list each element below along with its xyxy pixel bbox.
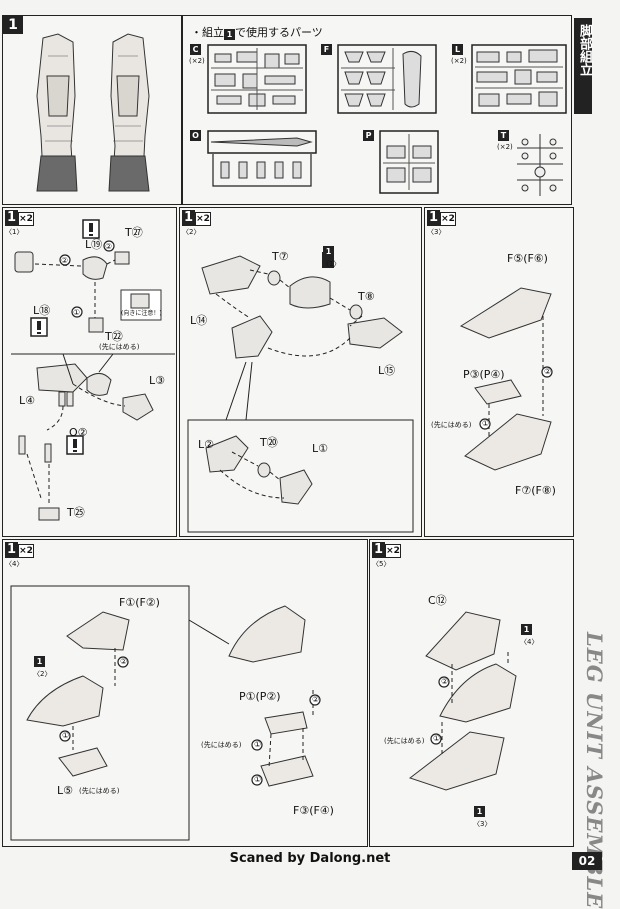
step-1-5-mark: 1 ×2 〈5〉 xyxy=(372,542,401,568)
label-l14: L⑭ xyxy=(190,314,208,327)
runner-o-diagram xyxy=(207,130,317,187)
label-l19: L⑲ xyxy=(85,238,103,251)
label-l18: L⑱ xyxy=(33,304,51,317)
ref-step-2-sub: 〈2〉 xyxy=(33,670,52,678)
runner-p-diagram xyxy=(379,130,439,194)
label-l3: L③ xyxy=(149,374,165,387)
step-1-1-panel: 1 ×2 〈1〉 xyxy=(2,207,177,537)
step-1-2-panel: 1 ×2 〈2〉 T⑦ 1 〈1〉 T⑧ L⑭ L⑮ L② T⑳ L① xyxy=(179,207,422,537)
main-step-number: 1 xyxy=(3,16,23,34)
step-1-1-illustration xyxy=(11,219,175,521)
arrow-4-step-1c: ① xyxy=(254,775,262,784)
arrow-3-step-1: ① xyxy=(482,419,490,428)
step-1-3-illustration xyxy=(459,287,553,471)
label-insert-first-3: (先にはめる) xyxy=(431,421,472,429)
label-t7: T⑦ xyxy=(272,250,289,263)
arrow-5-step-2: ② xyxy=(441,677,449,686)
ref-step-4-sub: 〈4〉 xyxy=(520,638,539,646)
ref-step-1-sub: 〈1〉 xyxy=(322,260,341,268)
step-1-2-mark: 1 ×2 〈2〉 xyxy=(182,210,211,236)
runner-o-tag: O xyxy=(190,130,201,141)
label-f5-f6: F⑤(F⑥) xyxy=(507,252,548,265)
label-insert-first: (先にはめる) xyxy=(99,343,140,351)
arrow-4-step-2b: ② xyxy=(312,695,320,704)
arrow-3-step-2: ② xyxy=(544,367,552,376)
label-f3-f4: F③(F④) xyxy=(293,804,334,817)
label-l2: L② xyxy=(198,438,214,451)
runner-t-tag: T xyxy=(498,130,509,141)
step-1-4-mark: 1 ×2 〈4〉 xyxy=(5,542,34,568)
runner-t-diagram xyxy=(517,134,563,196)
section-title-tab: 脚部組立 xyxy=(574,18,592,114)
label-c12: C⑫ xyxy=(428,594,447,607)
arrow-step-2b: ② xyxy=(105,242,113,251)
ref-step-4-tag: 1 xyxy=(521,624,532,635)
ref-step-3-sub: 〈3〉 xyxy=(473,820,492,828)
arrow-4-step-1b: ① xyxy=(254,740,262,749)
runner-f-diagram xyxy=(337,44,437,114)
label-t27: T㉗ xyxy=(125,226,143,239)
runner-c-diagram xyxy=(207,44,307,114)
label-insert-first-5: (先にはめる) xyxy=(384,737,425,745)
ref-step-3-tag: 1 xyxy=(474,806,485,817)
label-o2: O② xyxy=(69,426,88,439)
arrow-5-step-1: ① xyxy=(433,734,441,743)
ref-step-2-tag: 1 xyxy=(34,656,45,667)
runner-f-tag: F xyxy=(321,44,332,55)
label-l15: L⑮ xyxy=(378,364,396,377)
arrow-4-step-2a: ② xyxy=(120,657,128,666)
label-l5: L⑤ xyxy=(57,784,73,797)
runner-c-tag: C xyxy=(190,44,201,55)
step-1-2-illustration xyxy=(187,252,414,533)
label-t8: T⑧ xyxy=(358,290,375,303)
arrow-4-step-1a: ① xyxy=(62,731,70,740)
step-1-1-mark: 1 ×2 〈1〉 xyxy=(5,210,34,236)
step-1-4-panel: 1 ×2 〈4〉 F①(F②) 1 〈2〉 P①(P②) (先にはめる) L⑤ … xyxy=(2,539,368,847)
section-title: 脚部組立 xyxy=(577,24,592,76)
label-t22: T㉒ xyxy=(105,330,123,343)
label-insert-first-4b: (先にはめる) xyxy=(79,787,120,795)
label-p1-p2: P①(P②) xyxy=(239,690,281,703)
runner-l-diagram xyxy=(471,44,567,114)
page-number: 02 xyxy=(572,852,602,870)
label-l4: L④ xyxy=(19,394,35,407)
label-p3-p4: P③(P④) xyxy=(463,368,505,381)
label-f7-f8: F⑦(F⑧) xyxy=(515,484,556,497)
runner-l-qty: (×2) xyxy=(451,57,467,65)
label-insert-first-4a: (先にはめる) xyxy=(201,741,242,749)
step-1-4-illustration xyxy=(10,585,321,841)
step-1-5-illustration xyxy=(408,611,517,791)
label-t25: T㉕ xyxy=(67,506,85,519)
arrow-step-1: ① xyxy=(73,308,81,317)
runner-t-qty: (×2) xyxy=(497,143,513,151)
leg-overview-illustration xyxy=(36,33,150,192)
step-1-3-panel: 1 ×2 〈3〉 F⑤(F⑥) P③(P④) (先にはめる) F⑦(F⑧) ② … xyxy=(424,207,574,537)
runner-p-tag: P xyxy=(363,130,374,141)
label-t20: T⑳ xyxy=(260,436,278,449)
label-f1-f2: F①(F②) xyxy=(119,596,160,609)
step-1-3-mark: 1 ×2 〈3〉 xyxy=(427,210,456,236)
leg-overview-frame: 1 xyxy=(2,15,182,205)
label-mind-direction: (向きに注意！) xyxy=(121,310,162,317)
ref-step-1-tag: 1 xyxy=(323,246,334,257)
arrow-step-2a: ② xyxy=(61,256,69,265)
step-1-5-panel: 1 ×2 〈5〉 C⑫ 1 〈4〉 (先にはめる) 1 〈3〉 ② ① xyxy=(369,539,574,847)
runner-c-qty: (×2) xyxy=(189,57,205,65)
runner-l-tag: L xyxy=(452,44,463,55)
label-l1: L① xyxy=(312,442,328,455)
scan-credit: Scaned by Dalong.net xyxy=(229,851,391,866)
